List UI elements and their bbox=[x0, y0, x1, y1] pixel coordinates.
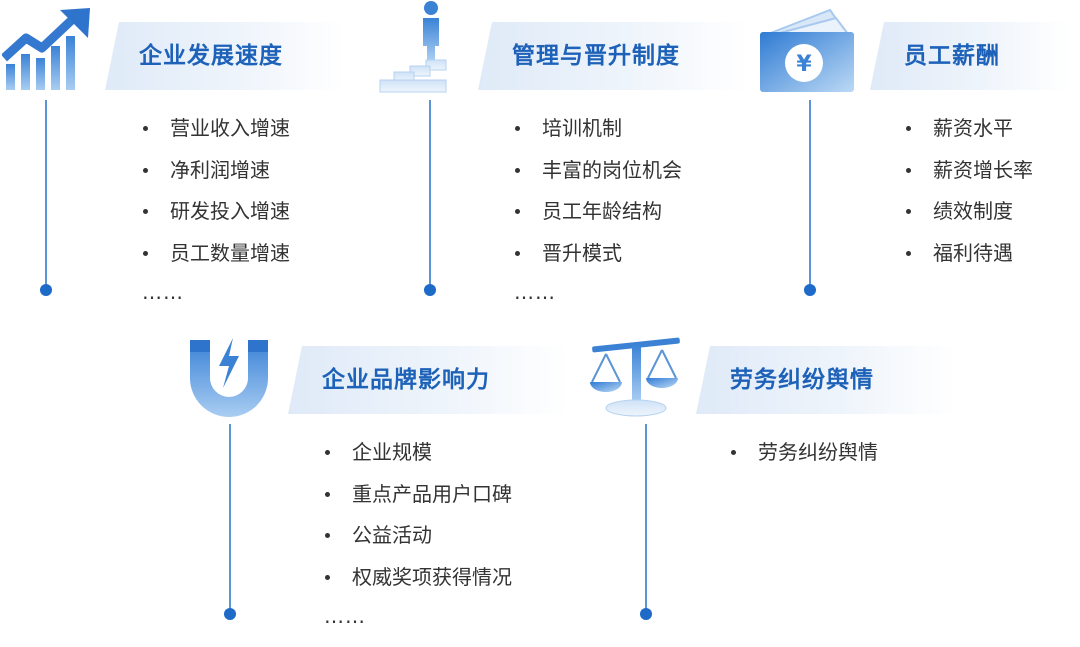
list-item: 重点产品用户口碑 bbox=[322, 482, 512, 524]
section-banner: 员工薪酬 bbox=[870, 22, 1070, 90]
section-salary: ¥ 员工薪酬 薪资水平 薪资增长率 绩效制度 福利待遇 bbox=[0, 0, 1070, 296]
magnet-icon bbox=[190, 338, 268, 417]
list-item: 营业收入增速 bbox=[140, 116, 290, 158]
list-item: 净利润增速 bbox=[140, 158, 290, 200]
connector-line bbox=[229, 424, 231, 614]
section-banner: 企业品牌影响力 bbox=[288, 346, 568, 414]
list-item: 薪资水平 bbox=[903, 116, 1033, 158]
section-growth: 企业发展速度 营业收入增速 净利润增速 研发投入增速 员工数量增速 …… bbox=[0, 0, 345, 302]
list-item: 培训机制 bbox=[512, 116, 682, 158]
section-list: 薪资水平 薪资增长率 绩效制度 福利待遇 bbox=[903, 116, 1033, 282]
list-item: 企业规模 bbox=[322, 440, 512, 482]
section-title: 劳务纠纷舆情 bbox=[730, 367, 874, 393]
section-title: 企业发展速度 bbox=[139, 43, 283, 69]
list-item: 研发投入增速 bbox=[140, 199, 290, 241]
section-title: 企业品牌影响力 bbox=[322, 367, 490, 393]
connector-line bbox=[645, 424, 647, 614]
section-list: 营业收入增速 净利润增速 研发投入增速 员工数量增速 bbox=[140, 116, 290, 282]
section-management: 管理与晋升制度 培训机制 丰富的岗位机会 员工年龄结构 晋升模式 …… bbox=[0, 0, 748, 302]
section-banner: 劳务纠纷舆情 bbox=[696, 346, 956, 414]
section-list: 培训机制 丰富的岗位机会 员工年龄结构 晋升模式 bbox=[512, 116, 682, 282]
list-item: 薪资增长率 bbox=[903, 158, 1033, 200]
section-title: 员工薪酬 bbox=[904, 43, 1000, 69]
section-list: 企业规模 重点产品用户口碑 公益活动 权威奖项获得情况 bbox=[322, 440, 512, 606]
list-item: 权威奖项获得情况 bbox=[322, 565, 512, 607]
connector-dot bbox=[804, 284, 816, 296]
career-stairs-icon bbox=[379, 1, 447, 93]
list-item: 公益活动 bbox=[322, 523, 512, 565]
svg-text:¥: ¥ bbox=[796, 52, 812, 77]
list-item: 丰富的岗位机会 bbox=[512, 158, 682, 200]
connector-line bbox=[45, 100, 47, 290]
section-banner: 管理与晋升制度 bbox=[478, 22, 748, 90]
connector-dot bbox=[224, 608, 236, 620]
connector-dot bbox=[424, 284, 436, 296]
section-list: 劳务纠纷舆情 bbox=[728, 440, 878, 482]
salary-envelope-icon: ¥ bbox=[760, 8, 854, 92]
connector-dot bbox=[640, 608, 652, 620]
ellipsis: …… bbox=[514, 280, 556, 304]
list-item: 劳务纠纷舆情 bbox=[728, 440, 878, 482]
connector-line bbox=[429, 100, 431, 290]
growth-chart-icon bbox=[2, 8, 90, 90]
list-item: 员工年龄结构 bbox=[512, 199, 682, 241]
list-item: 员工数量增速 bbox=[140, 241, 290, 283]
section-dispute: 劳务纠纷舆情 劳务纠纷舆情 bbox=[0, 0, 956, 620]
ellipsis: …… bbox=[142, 280, 184, 304]
list-item: 福利待遇 bbox=[903, 241, 1033, 283]
balance-scale-icon bbox=[590, 337, 680, 417]
section-banner: 企业发展速度 bbox=[105, 22, 345, 90]
list-item: 绩效制度 bbox=[903, 199, 1033, 241]
connector-line bbox=[809, 100, 811, 290]
list-item: 晋升模式 bbox=[512, 241, 682, 283]
ellipsis: …… bbox=[324, 604, 366, 628]
section-brand: 企业品牌影响力 企业规模 重点产品用户口碑 公益活动 权威奖项获得情况 …… bbox=[0, 0, 568, 626]
section-title: 管理与晋升制度 bbox=[512, 43, 680, 69]
connector-dot bbox=[40, 284, 52, 296]
